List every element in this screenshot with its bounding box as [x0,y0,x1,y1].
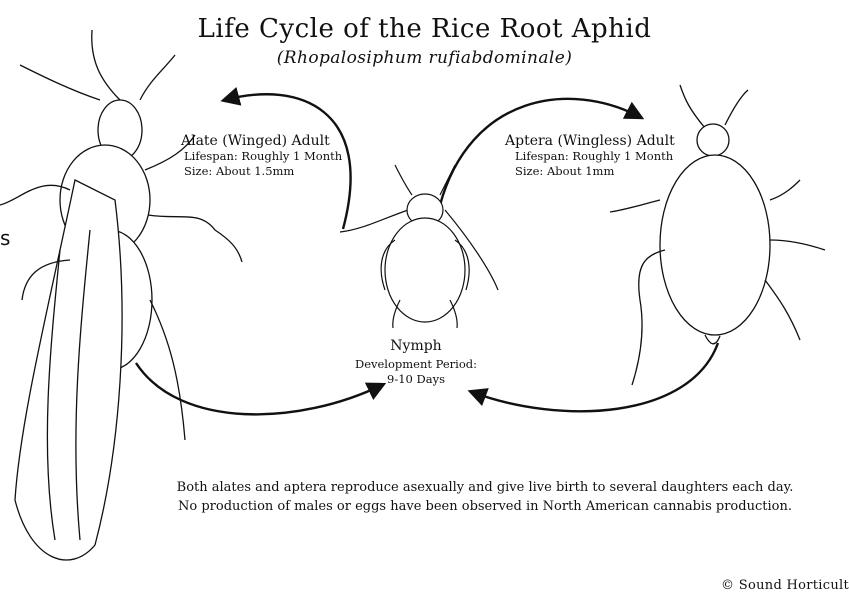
aptera-lifespan: Lifespan: Roughly 1 Month [515,149,705,164]
alate-lifespan: Lifespan: Roughly 1 Month [184,149,371,164]
note-line-2: No production of males or eggs have been… [140,497,830,516]
species-subtitle: (Rhopalosiphum rufiabdominale) [0,48,849,68]
alate-stage-info: Alate (Winged) Adult Lifespan: Roughly 1… [181,133,371,179]
nymph-period-label: Development Period: [336,357,496,372]
diagram-title: Life Cycle of the Rice Root Aphid [0,14,849,44]
alate-stage-name: Alate (Winged) Adult [181,133,371,149]
credit-text: © Sound Horticult [721,578,849,593]
note-line-1: Both alates and aptera reproduce asexual… [140,478,830,497]
aptera-size: Size: About 1mm [515,164,705,179]
nymph-stage-name: Nymph [336,338,496,354]
nymph-aphid-illustration [340,165,498,328]
nymph-stage-info: Nymph Development Period: 9-10 Days [336,338,496,387]
cropped-edge-text: s [0,226,10,250]
reproduction-note: Both alates and aptera reproduce asexual… [140,478,830,516]
aptera-aphid-illustration [610,85,825,385]
aptera-stage-name: Aptera (Wingless) Adult [505,133,705,149]
aptera-stage-info: Aptera (Wingless) Adult Lifespan: Roughl… [505,133,705,179]
nymph-period-value: 9-10 Days [336,372,496,387]
alate-size: Size: About 1.5mm [184,164,371,179]
